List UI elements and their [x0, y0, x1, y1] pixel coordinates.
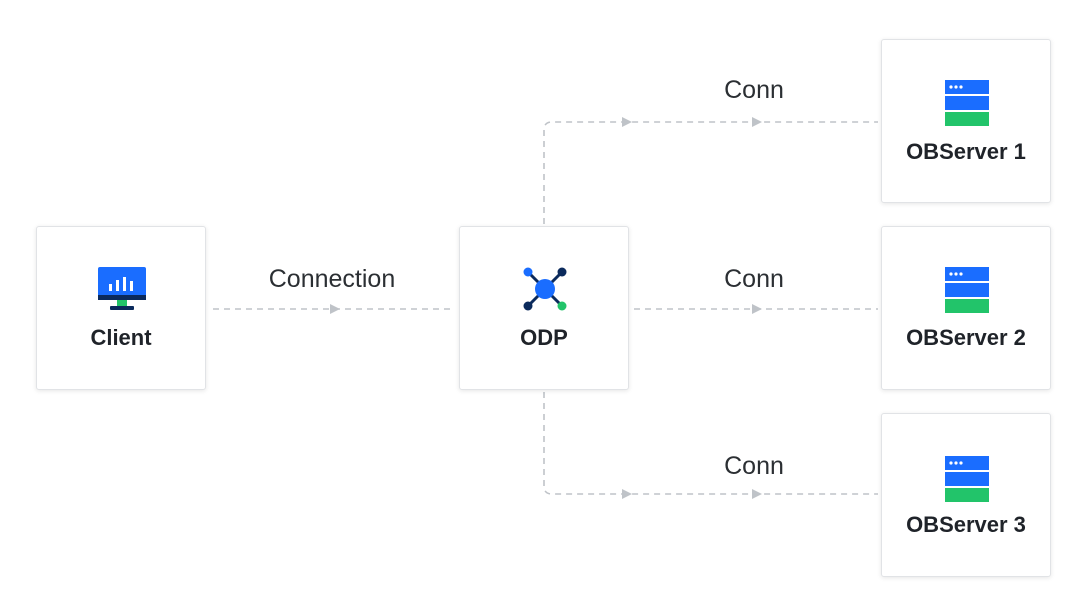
connection-label: Connection — [268, 265, 396, 293]
observer-2-node: OBServer 2 — [881, 226, 1051, 390]
arrow-odp-observer2 — [752, 304, 762, 314]
conn-label-observer1: Conn — [724, 76, 784, 104]
observer-1-label: OBServer 1 — [906, 139, 1026, 164]
server-stack-icon — [945, 456, 989, 502]
odp-observer1-line — [543, 121, 878, 224]
odp-observer3-line — [543, 392, 878, 495]
observer-3-node: OBServer 3 — [881, 413, 1051, 577]
monitor-chart-icon — [98, 267, 146, 310]
server-stack-icon — [945, 267, 989, 313]
observer-2-label: OBServer 2 — [906, 325, 1026, 350]
network-hub-icon — [523, 267, 567, 311]
server-stack-icon — [945, 80, 989, 126]
client-node: Client — [36, 226, 206, 390]
arrow-odp-observer3-a — [622, 489, 632, 499]
odp-node: ODP — [459, 226, 629, 390]
client-label: Client — [90, 325, 152, 350]
arrow-odp-observer3-b — [752, 489, 762, 499]
arrow-client-odp — [330, 304, 340, 314]
conn-label-observer3: Conn — [724, 452, 784, 480]
arrow-odp-observer1-a — [622, 117, 632, 127]
odp-label: ODP — [520, 325, 568, 350]
conn-label-observer2: Conn — [724, 265, 784, 293]
observer-1-node: OBServer 1 — [881, 39, 1051, 203]
observer-3-label: OBServer 3 — [906, 512, 1026, 537]
arrow-odp-observer1-b — [752, 117, 762, 127]
